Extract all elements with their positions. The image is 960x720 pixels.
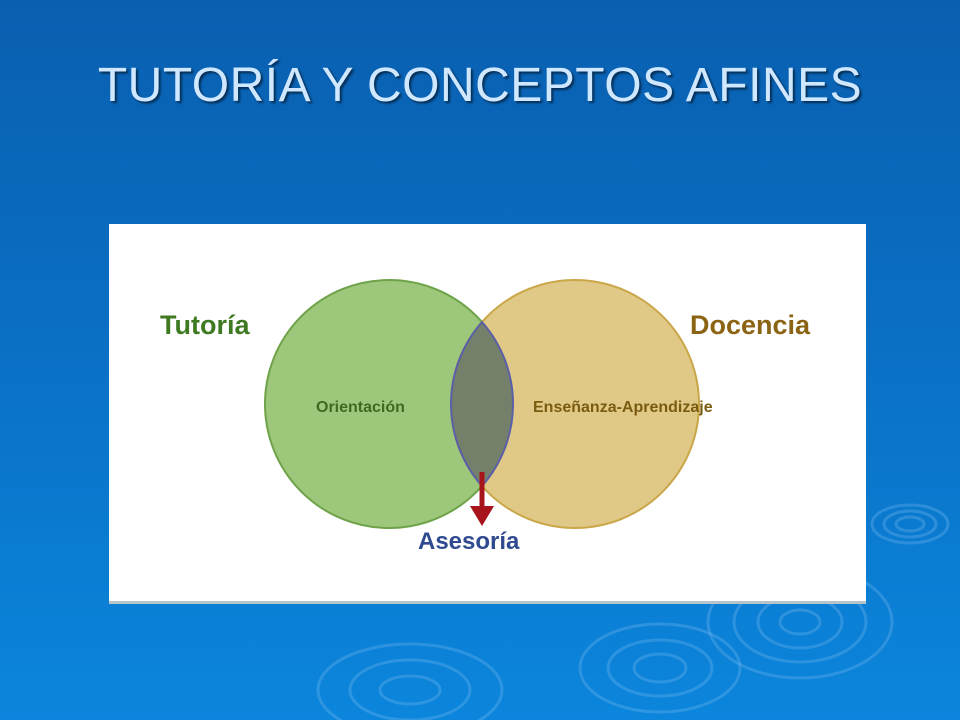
tutoria-label: Tutoría — [160, 310, 250, 340]
slide-title: TUTORÍA Y CONCEPTOS AFINES — [97, 59, 863, 112]
docencia-label: Docencia — [690, 310, 811, 340]
venn-diagram: Tutoría Docencia Orientación Enseñanza-A… — [109, 224, 866, 604]
asesoria-label: Asesoría — [418, 528, 520, 555]
orientacion-label: Orientación — [316, 399, 405, 416]
ensenanza-aprendizaje-label: Enseñanza-Aprendizaje — [533, 399, 713, 416]
down-arrow — [470, 472, 494, 526]
venn-svg — [264, 279, 700, 529]
